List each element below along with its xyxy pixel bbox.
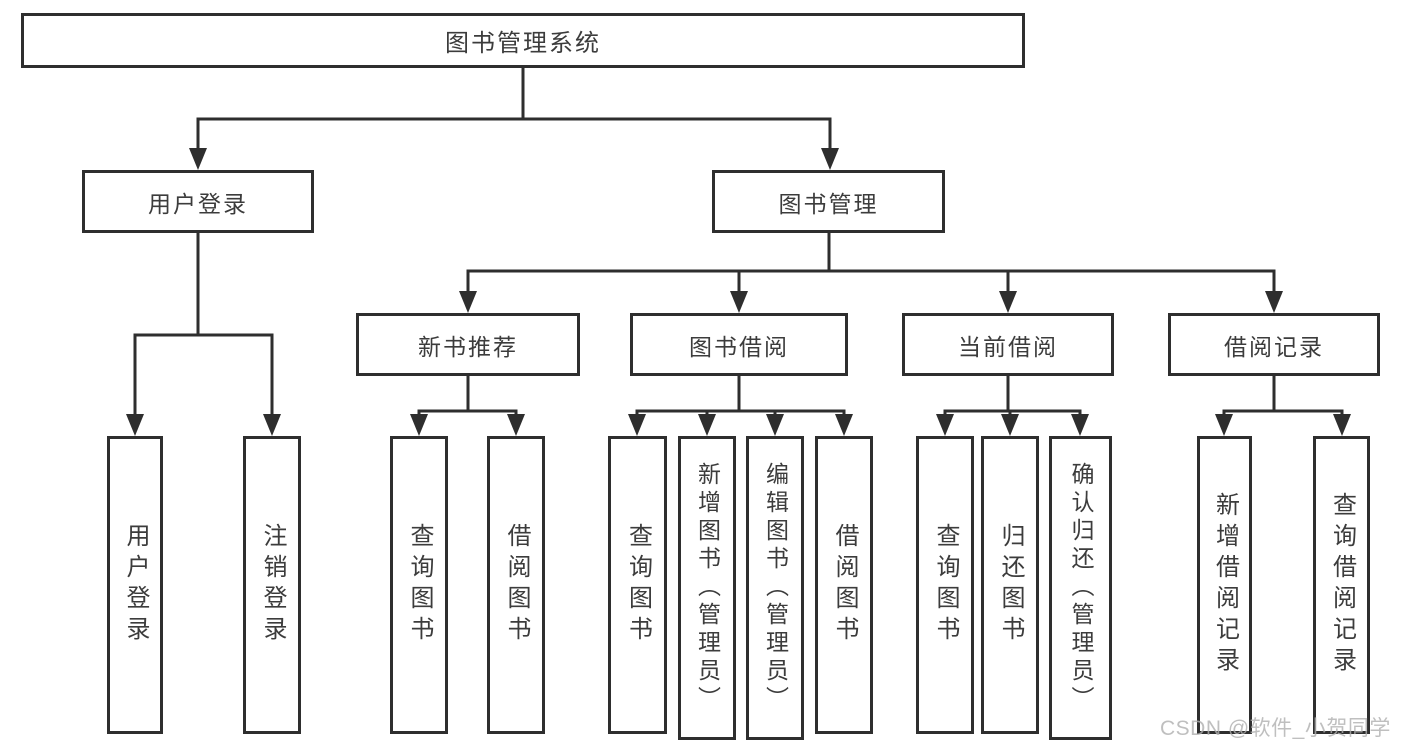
node-label: 查询图书 bbox=[624, 523, 652, 647]
leaf-confirm-return-admin: 确认归还（管理员） bbox=[1049, 436, 1112, 740]
node-label: 编辑图书（管理员） bbox=[762, 462, 789, 714]
node-book-management: 图书管理 bbox=[712, 170, 945, 233]
node-label: 注销登录 bbox=[259, 523, 286, 647]
watermark: CSDN @软件_小贺同学 bbox=[1160, 717, 1391, 740]
node-label: 当前借阅 bbox=[958, 333, 1058, 360]
node-label: 图书管理系统 bbox=[445, 30, 601, 57]
node-root-library-system: 图书管理系统 bbox=[21, 13, 1025, 68]
node-label: 新书推荐 bbox=[418, 333, 518, 360]
node-new-book-recommend: 新书推荐 bbox=[356, 313, 580, 376]
node-label: 借阅记录 bbox=[1224, 333, 1324, 360]
node-label: 查询图书 bbox=[406, 523, 433, 647]
arrowhead-down-icon bbox=[1215, 414, 1233, 436]
arrowhead-down-icon bbox=[698, 414, 716, 436]
node-label: 借阅图书 bbox=[831, 523, 858, 647]
leaf-query-borrow-record: 查询借阅记录 bbox=[1313, 436, 1370, 734]
node-book-borrowing: 图书借阅 bbox=[630, 313, 848, 376]
arrowhead-down-icon bbox=[936, 414, 954, 436]
arrowhead-down-icon bbox=[263, 414, 281, 436]
leaf-query-books-current: 查询图书 bbox=[916, 436, 974, 734]
arrowhead-down-icon bbox=[835, 414, 853, 436]
node-label: 用户登录 bbox=[148, 190, 248, 217]
leaf-add-borrow-record: 新增借阅记录 bbox=[1197, 436, 1252, 734]
node-label: 新增图书（管理员） bbox=[694, 462, 721, 714]
arrowhead-down-icon bbox=[730, 291, 748, 313]
leaf-borrow-books-borrowing: 借阅图书 bbox=[815, 436, 873, 734]
arrowhead-down-icon bbox=[821, 148, 839, 170]
arrowhead-down-icon bbox=[766, 414, 784, 436]
leaf-borrow-books-newbook: 借阅图书 bbox=[487, 436, 545, 734]
leaf-logout: 注销登录 bbox=[243, 436, 301, 734]
node-label: 新增借阅记录 bbox=[1211, 492, 1239, 678]
leaf-add-book-admin: 新增图书（管理员） bbox=[678, 436, 736, 740]
leaf-query-books-borrowing: 查询图书 bbox=[608, 436, 667, 734]
node-user-login: 用户登录 bbox=[82, 170, 314, 233]
node-label: 图书借阅 bbox=[689, 333, 789, 360]
node-label: 归还图书 bbox=[997, 523, 1024, 647]
node-label: 用户登录 bbox=[122, 523, 149, 647]
leaf-edit-book-admin: 编辑图书（管理员） bbox=[746, 436, 804, 740]
node-current-borrowing: 当前借阅 bbox=[902, 313, 1114, 376]
arrowhead-down-icon bbox=[126, 414, 144, 436]
arrowhead-down-icon bbox=[1333, 414, 1351, 436]
arrowhead-down-icon bbox=[999, 291, 1017, 313]
arrowhead-down-icon bbox=[459, 291, 477, 313]
leaf-query-books-newbook: 查询图书 bbox=[390, 436, 448, 734]
node-label: 查询借阅记录 bbox=[1328, 492, 1356, 678]
node-label: 借阅图书 bbox=[503, 523, 530, 647]
arrowhead-down-icon bbox=[410, 414, 428, 436]
arrowhead-down-icon bbox=[628, 414, 646, 436]
node-label: 确认归还（管理员） bbox=[1068, 462, 1094, 714]
arrowhead-down-icon bbox=[1001, 414, 1019, 436]
node-label: 查询图书 bbox=[932, 523, 959, 647]
arrowhead-down-icon bbox=[1265, 291, 1283, 313]
leaf-user-login: 用户登录 bbox=[107, 436, 163, 734]
node-label: 图书管理 bbox=[778, 190, 879, 217]
arrowhead-down-icon bbox=[507, 414, 525, 436]
arrowhead-down-icon bbox=[1071, 414, 1089, 436]
node-borrowing-records: 借阅记录 bbox=[1168, 313, 1380, 376]
leaf-return-books: 归还图书 bbox=[981, 436, 1039, 734]
arrowhead-down-icon bbox=[189, 148, 207, 170]
